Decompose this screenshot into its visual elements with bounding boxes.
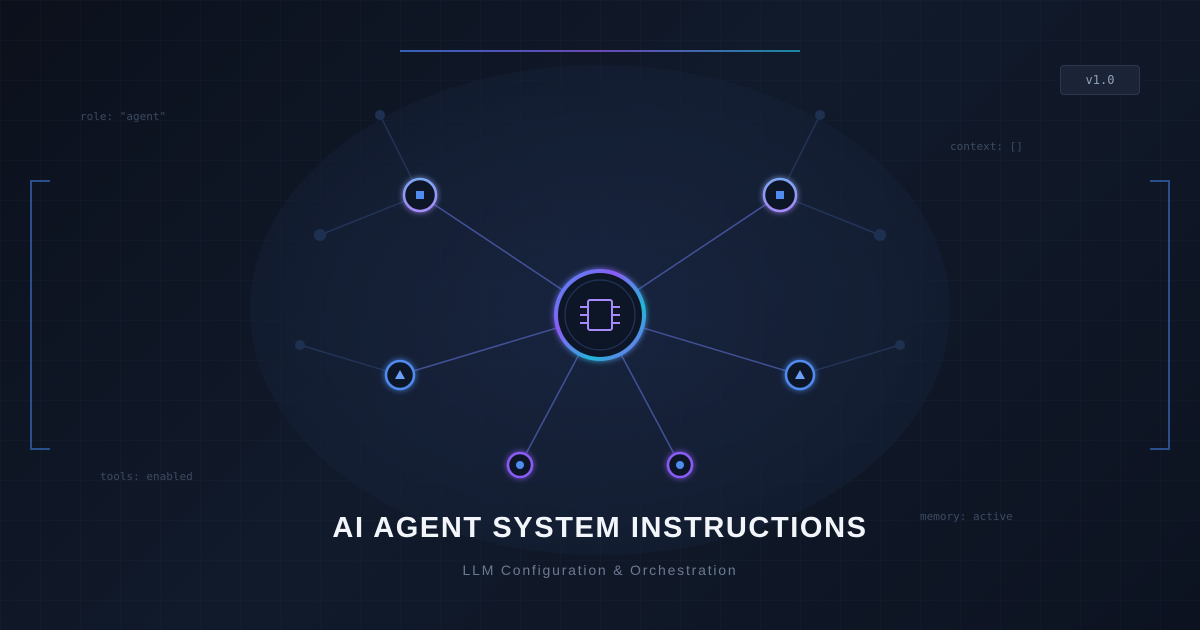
top-accent-line <box>400 50 800 52</box>
triangle-icon <box>795 370 805 379</box>
version-badge: v1.0 <box>1060 65 1140 95</box>
dot-icon <box>676 461 684 469</box>
node-bottom-right <box>666 451 694 479</box>
satellite-dot <box>375 110 385 120</box>
node-top-right <box>762 177 798 213</box>
page-title: AI AGENT SYSTEM INSTRUCTIONS <box>332 512 868 544</box>
square-icon <box>416 191 424 199</box>
code-label-tools: tools: enabled <box>100 470 193 483</box>
satellite-dot <box>815 110 825 120</box>
satellite-dot <box>295 340 305 350</box>
page-subtitle: LLM Configuration & Orchestration <box>462 562 738 578</box>
square-icon <box>776 191 784 199</box>
satellite-dots <box>295 110 905 350</box>
code-label-role: role: "agent" <box>80 110 167 123</box>
left-bracket-frame <box>30 180 50 450</box>
right-bracket-frame <box>1150 180 1170 450</box>
satellite-dot <box>874 229 886 241</box>
satellite-dot <box>895 340 905 350</box>
node-bottom-left <box>506 451 534 479</box>
satellite-dot <box>314 229 326 241</box>
code-label-memory: memory: active <box>920 510 1013 523</box>
code-label-context: context: [] <box>950 140 1023 153</box>
node-mid-right <box>784 359 816 391</box>
node-mid-left <box>384 359 416 391</box>
node-top-left <box>402 177 438 213</box>
center-hub <box>554 269 646 361</box>
cpu-chip-icon <box>580 299 620 331</box>
triangle-icon <box>395 370 405 379</box>
dot-icon <box>516 461 524 469</box>
